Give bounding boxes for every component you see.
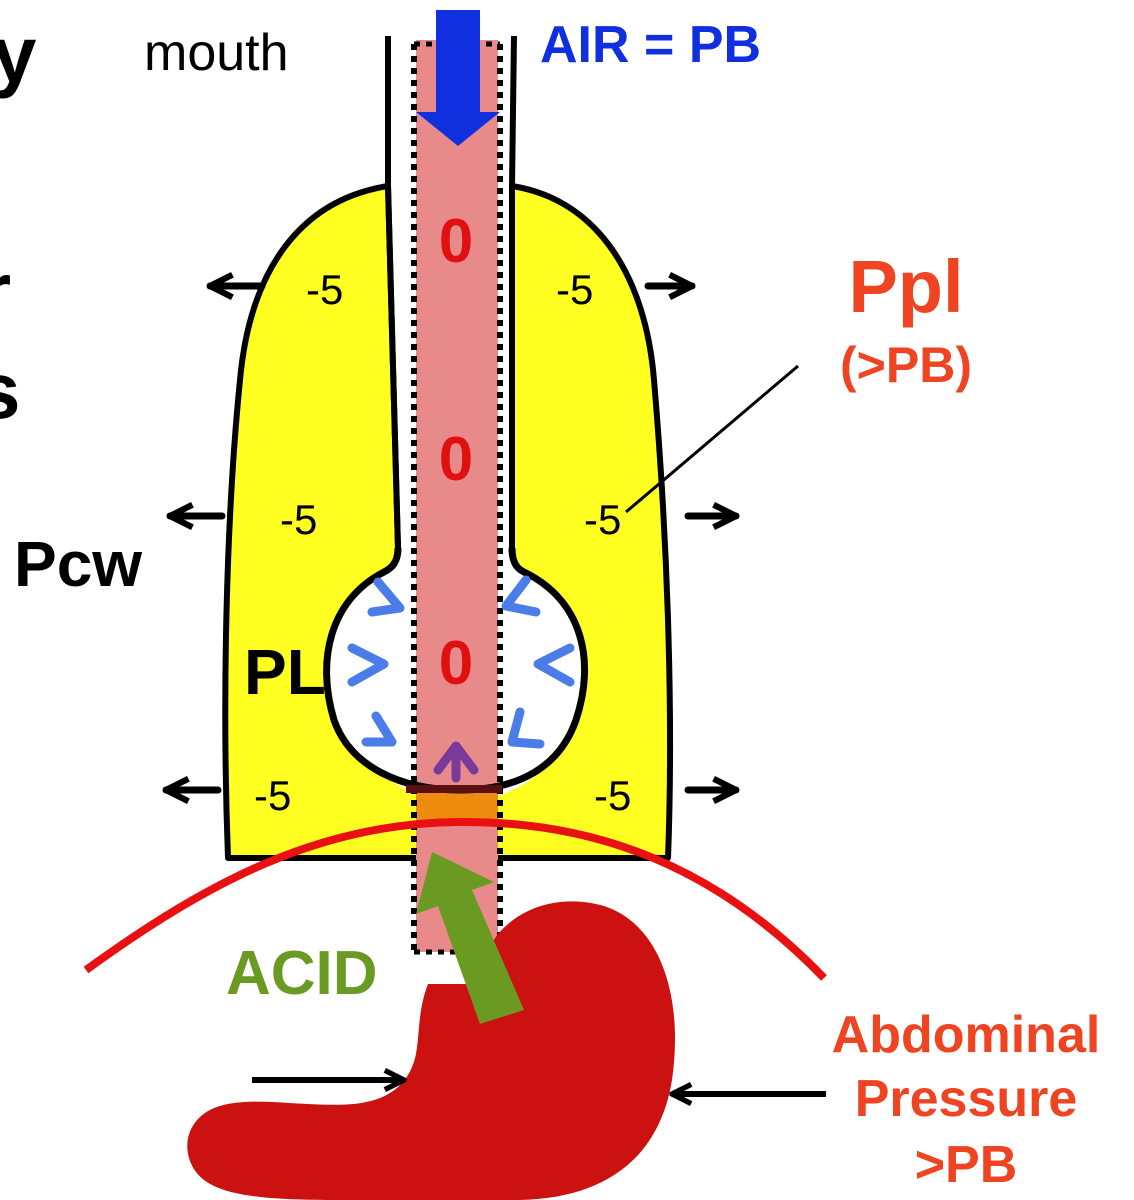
airway-pressure-value: 0: [439, 425, 473, 494]
recoil-arrow-icon: [533, 643, 575, 687]
acid-label: ACID: [226, 939, 378, 1008]
trachea-wall-left: [385, 36, 401, 549]
ppl-leader-line: [625, 364, 799, 514]
stomach: [187, 901, 676, 1200]
ppl-label: Ppl: [848, 245, 963, 328]
abdominal-pressure-label-line3: >PB: [915, 1136, 1018, 1194]
cut-heading-letter: s: [0, 346, 21, 435]
air-arrow: [416, 10, 500, 146]
air-label: AIR = PB: [540, 16, 761, 74]
pleural-pressure-value: -5: [254, 772, 291, 819]
airway-pressure-value: 0: [439, 629, 473, 698]
pleural-pressure-value: -5: [584, 496, 621, 543]
recoil-arrow-icon: [507, 707, 545, 749]
acid-arrow: [416, 852, 524, 1024]
pcw-label: Pcw: [14, 528, 142, 600]
pleural-pressure-value: -5: [280, 496, 317, 543]
esophageal-sphincter: [416, 792, 498, 822]
recoil-arrow-icon: [361, 711, 397, 747]
trachea-wall-right: [509, 35, 517, 548]
airway-pressure-value: 0: [439, 207, 473, 276]
mouth-label: mouth: [144, 24, 289, 82]
upward-arrow-icon: [433, 741, 479, 783]
pleural-pressure-value: -5: [306, 266, 343, 313]
recoil-arrow-icon: [501, 575, 541, 617]
cut-heading-letter: y: [0, 10, 37, 99]
pleural-pressure-value: -5: [594, 772, 631, 819]
abdominal-pressure-label-line1: Abdominal: [832, 1006, 1101, 1064]
recoil-arrow-icon: [367, 577, 405, 617]
pleural-pressure-value: -5: [556, 266, 593, 313]
diaphragm: [83, 817, 827, 981]
cut-heading-letter: r: [0, 246, 11, 335]
pl-label: PL: [244, 636, 326, 708]
recoil-arrow-icon: [347, 643, 389, 687]
ppl-sub-label: (>PB): [840, 337, 972, 393]
abdominal-pressure-label-line2: Pressure: [855, 1070, 1078, 1128]
chest-wall-arrows: [162, 286, 740, 790]
alveolar-recoil-arrows: [347, 575, 575, 749]
